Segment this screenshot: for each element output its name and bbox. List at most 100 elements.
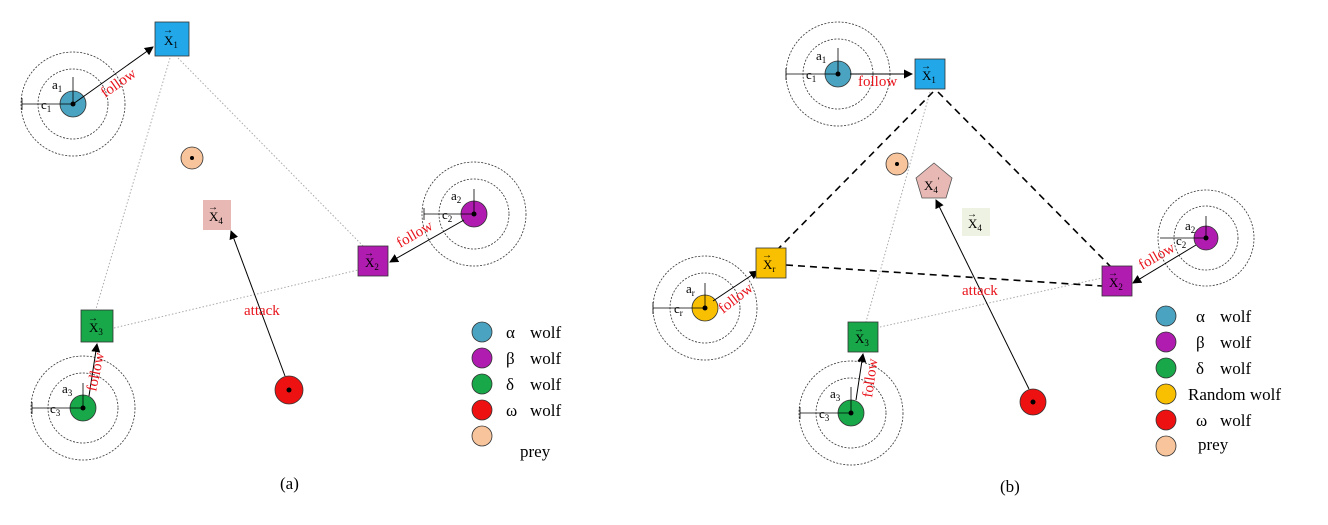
label-c1: c1 <box>806 67 816 84</box>
label-a1: a1 <box>816 48 826 65</box>
delta-orbit-outer <box>798 360 904 466</box>
prey-center-dot <box>190 156 194 160</box>
alpha-wolf-b: a1 c1 follow <box>785 21 913 127</box>
legend-label-delta: wolf <box>1220 359 1252 378</box>
legend-label-alpha: wolf <box>1220 307 1252 326</box>
follow-arrow-delta <box>88 343 101 397</box>
legend-b: α wolf β wolf δ wolf Random wolf ω wolf … <box>1155 305 1281 457</box>
attack-label: attack <box>244 303 280 319</box>
legend-symbol-delta: δ <box>1196 359 1204 378</box>
x1-box <box>154 21 190 57</box>
legend-label-omega: wolf <box>530 401 562 420</box>
x3-box <box>80 309 114 343</box>
x1-box <box>914 58 946 90</box>
label-a3: a3 <box>62 381 73 398</box>
delta-wolf-a: a3 c3 follow <box>30 343 136 461</box>
vector-arrow-glyph: → <box>163 25 173 36</box>
x4-label: X4 <box>968 216 982 233</box>
legend-swatch-alpha <box>1155 305 1177 327</box>
vector-arrow-glyph: → <box>967 209 977 220</box>
follow-arrow-delta <box>855 353 867 401</box>
label-cr: cr <box>674 301 683 318</box>
prey-b <box>885 152 909 176</box>
attack-label: attack <box>962 283 998 299</box>
dash-xr-x2 <box>785 264 1103 287</box>
legend-symbol-omega: ω <box>506 401 517 420</box>
x3-label: X3 <box>89 320 103 337</box>
x2-label: X2 <box>365 255 379 272</box>
x3-box <box>847 321 879 353</box>
link-x1-x3 <box>865 91 931 323</box>
vector-arrow-glyph: → <box>364 248 374 259</box>
beta-wolf-a: a2 c2 follow <box>389 161 527 267</box>
x2-box <box>357 245 389 277</box>
link-x1-x2 <box>177 57 367 250</box>
xr-box-b: Xr → <box>755 247 787 279</box>
link-x3-x2 <box>879 277 1103 328</box>
follow-label-delta: follow <box>860 357 881 398</box>
legend-swatch-prey <box>471 425 493 447</box>
x4-prime-label: X4' <box>924 176 940 195</box>
beta-orbit-inner <box>1173 205 1239 271</box>
omega-wolf-b: attack <box>935 199 1047 416</box>
x3-label: X3 <box>855 331 869 348</box>
label-c2: c2 <box>1176 233 1186 250</box>
x4-label: X4 <box>209 209 223 226</box>
label-a2: a2 <box>1185 218 1195 235</box>
x1-box-b: X1 → <box>914 58 946 90</box>
legend-label-prey: prey <box>1198 435 1229 454</box>
label-a2: a2 <box>451 188 461 205</box>
link-x1-x3 <box>95 57 171 310</box>
prey-a <box>180 146 204 170</box>
x1-label: X1 <box>922 68 936 85</box>
legend-symbol-alpha: α <box>506 323 515 342</box>
label-ar: ar <box>686 281 695 298</box>
omega-wolf-a: attack <box>229 230 304 405</box>
legend-symbol-beta: β <box>506 349 515 368</box>
caption-b: (b) <box>1000 477 1020 496</box>
label-c3: c3 <box>819 406 830 423</box>
vector-arrow-glyph: → <box>1108 268 1118 279</box>
label-c2: c2 <box>442 207 452 224</box>
x4-box <box>203 200 231 230</box>
alpha-orbit-outer <box>20 51 126 157</box>
legend-swatch-beta <box>1155 331 1177 353</box>
x2-box-a: X2 → <box>357 245 389 277</box>
label-c1: c1 <box>41 97 51 114</box>
dash-x1-x2 <box>937 91 1113 269</box>
beta-wolf-b: a2 c2 follow <box>1132 189 1255 287</box>
follow-arrow-beta <box>1132 244 1197 284</box>
legend-swatch-delta <box>471 373 493 395</box>
caption-a: (a) <box>280 474 299 493</box>
attack-arrow <box>935 199 1030 390</box>
label-c3: c3 <box>50 401 61 418</box>
random-wolf-b: ar cr follow <box>652 255 759 361</box>
legend-symbol-omega: ω <box>1196 411 1207 430</box>
legend-a: α wolf β wolf δ wolf ω wolf prey <box>471 321 562 461</box>
attack-arrow <box>229 230 286 377</box>
follow-label-delta: follow <box>84 351 108 393</box>
vector-arrow-glyph: → <box>88 313 98 324</box>
x3-box-b: X3 → <box>847 321 879 353</box>
label-a3: a3 <box>830 386 841 403</box>
vector-arrow-glyph: → <box>854 324 864 335</box>
omega-center-dot <box>286 387 292 393</box>
legend-swatch-alpha <box>471 321 493 343</box>
xr-box <box>755 247 787 279</box>
alpha-wolf-a: a1 c1 follow <box>20 46 154 157</box>
legend-label-alpha: wolf <box>530 323 562 342</box>
x3-box-a: X3 → <box>80 309 114 343</box>
omega-center-dot <box>1030 399 1036 405</box>
dash-x1-xr <box>774 91 934 253</box>
legend-label-delta: wolf <box>530 375 562 394</box>
legend-swatch-delta <box>1155 357 1177 379</box>
legend-swatch-prey <box>1155 435 1177 457</box>
x2-box-b: X2 → <box>1101 265 1133 297</box>
legend-symbol-alpha: α <box>1196 307 1205 326</box>
delta-orbit-outer <box>30 355 136 461</box>
follow-label-alpha: follow <box>858 74 897 90</box>
legend-swatch-omega <box>471 399 493 421</box>
x4-prime-pentagon-b: X4' <box>915 162 953 199</box>
beta-orbit-outer <box>421 161 527 267</box>
x4-prime-shape <box>915 162 953 199</box>
